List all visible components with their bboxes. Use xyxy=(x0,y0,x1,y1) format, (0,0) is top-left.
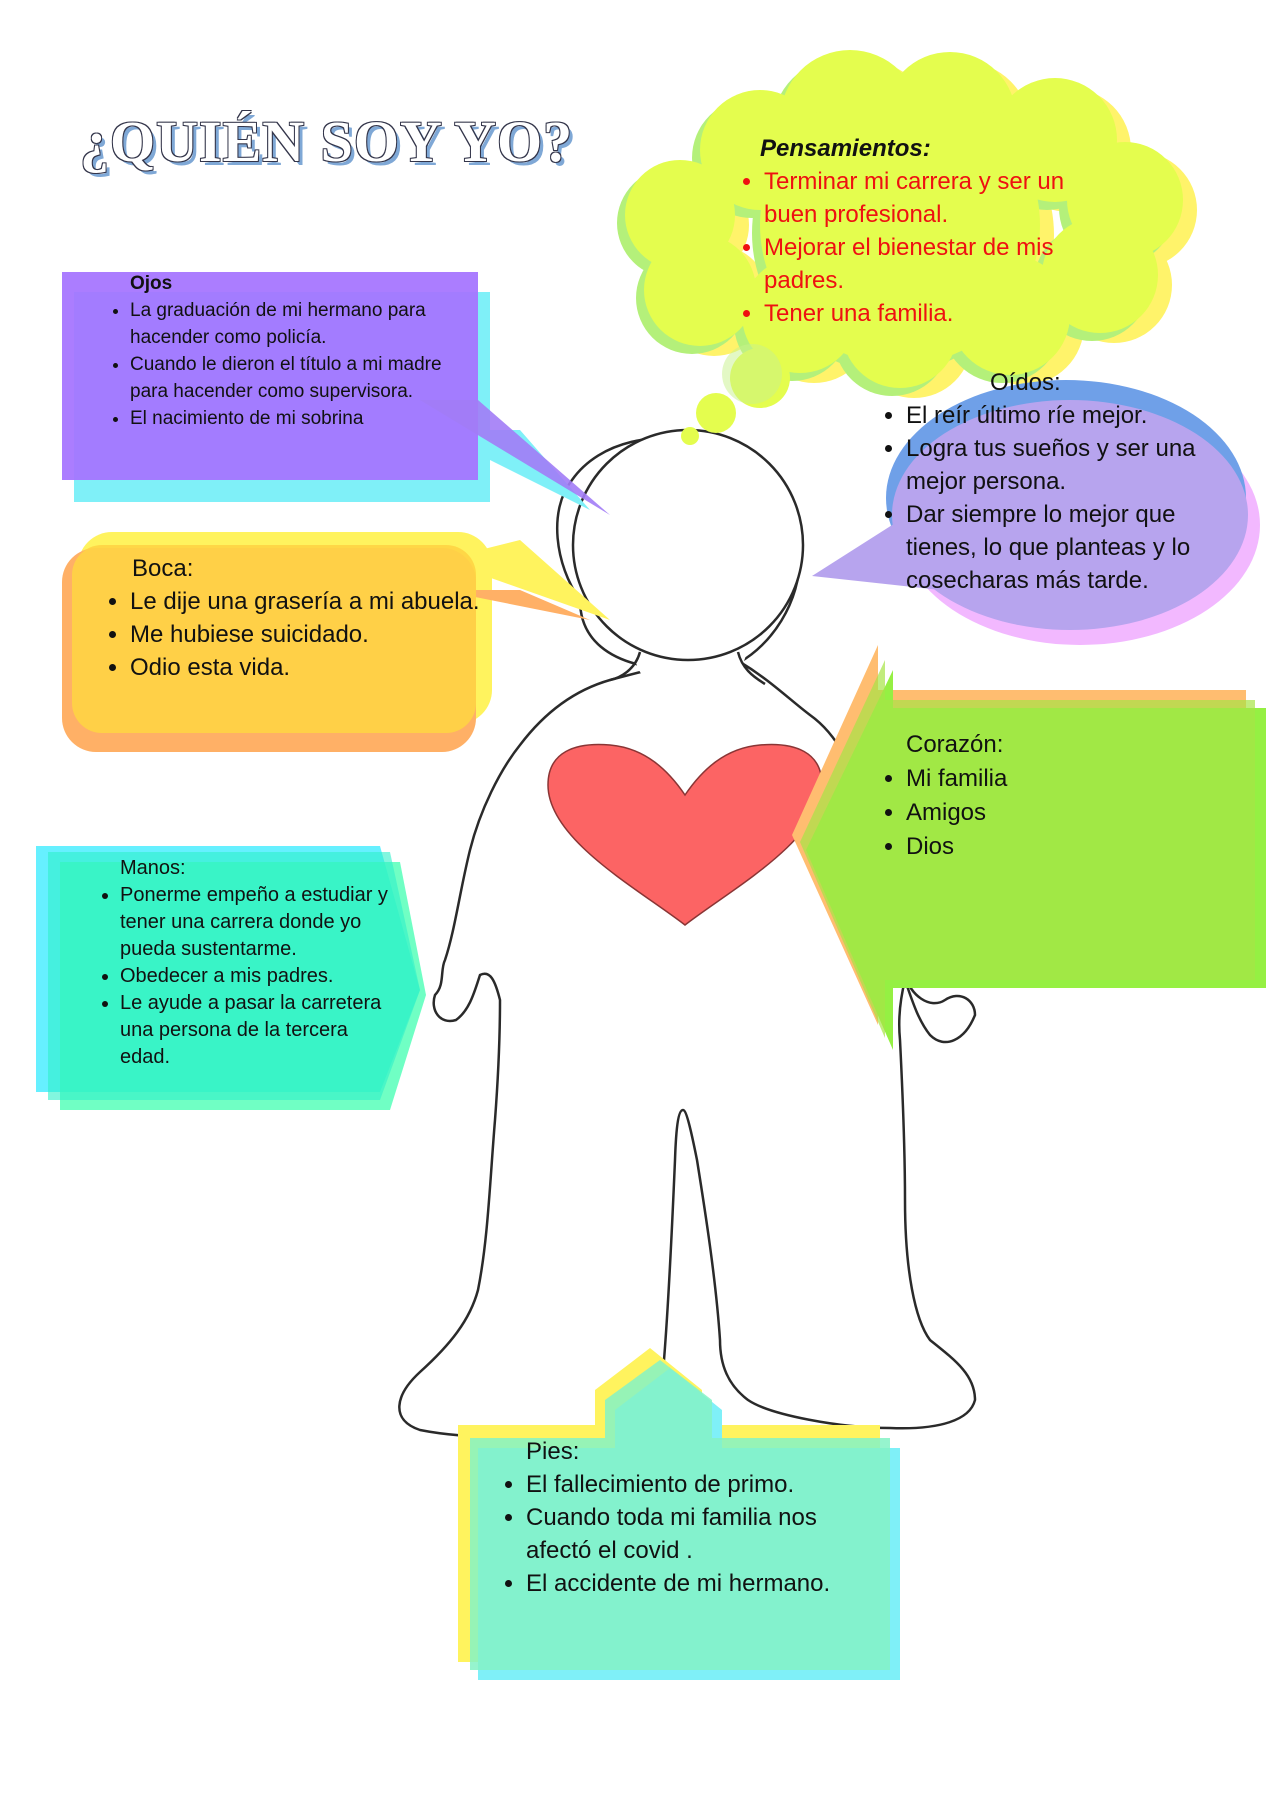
list-item: El accidente de mi hermano. xyxy=(526,1567,876,1600)
pies-callout xyxy=(458,1348,900,1680)
list-item: Mejorar el bienestar de mis padres. xyxy=(764,231,1104,297)
list-item: La graduación de mi hermano para hacende… xyxy=(130,297,480,351)
list-item: Le dije una grasería a mi abuela. xyxy=(130,585,480,618)
pensamientos-heading: Pensamientos: xyxy=(760,135,931,162)
boca-text: Boca: Le dije una grasería a mi abuela. … xyxy=(80,552,480,684)
pensamientos-cloud xyxy=(617,50,1197,445)
list-item: Terminar mi carrera y ser un buen profes… xyxy=(764,165,1104,231)
list-item: Obedecer a mis padres. xyxy=(120,963,400,990)
oidos-heading: Oídos: xyxy=(990,369,1061,396)
oidos-bubble xyxy=(812,380,1260,645)
manos-callout xyxy=(36,846,426,1110)
list-item: El reír último ríe mejor. xyxy=(906,399,1226,432)
list-item: Me hubiese suicidado. xyxy=(130,618,480,651)
pensamientos-text: Pensamientos: Terminar mi carrera y ser … xyxy=(714,132,1104,330)
list-item: Tener una familia. xyxy=(764,297,1104,330)
list-item: Cuando le dieron el título a mi madre pa… xyxy=(130,351,480,405)
list-item: Dios xyxy=(906,830,1186,864)
list-item: Cuando toda mi familia nos afectó el cov… xyxy=(526,1501,876,1567)
ojos-text: Ojos La graduación de mi hermano para ha… xyxy=(80,270,480,432)
list-item: Logra tus sueños y ser una mejor persona… xyxy=(906,432,1226,498)
list-item: Odio esta vida. xyxy=(130,651,480,684)
manos-text: Manos: Ponerme empeño a estudiar y tener… xyxy=(70,855,400,1071)
list-item: Amigos xyxy=(906,796,1186,830)
person-outline-icon xyxy=(398,428,977,1439)
list-item: Ponerme empeño a estudiar y tener una ca… xyxy=(120,882,400,963)
corazon-heading: Corazón: xyxy=(906,731,1004,758)
ojos-heading: Ojos xyxy=(130,273,173,294)
list-item: El nacimiento de mi sobrina xyxy=(130,405,480,432)
boca-heading: Boca: xyxy=(132,555,194,582)
ojos-callout xyxy=(62,272,610,515)
page-title: ¿QUIÉN SOY YO? xyxy=(80,109,574,174)
list-item: Le ayude a pasar la carretera una person… xyxy=(120,990,400,1071)
list-item: El fallecimiento de primo. xyxy=(526,1468,876,1501)
list-item: Mi familia xyxy=(906,762,1186,796)
corazon-callout xyxy=(792,645,1266,1050)
boca-callout xyxy=(62,532,610,752)
corazon-text: Corazón: Mi familia Amigos Dios xyxy=(856,728,1186,864)
oidos-text: Oídos: El reír último ríe mejor. Logra t… xyxy=(856,366,1226,597)
pies-text: Pies: El fallecimiento de primo. Cuando … xyxy=(476,1435,876,1600)
pies-heading: Pies: xyxy=(526,1438,580,1465)
list-item: Dar siempre lo mejor que tienes, lo que … xyxy=(906,498,1226,597)
manos-heading: Manos: xyxy=(120,857,186,879)
